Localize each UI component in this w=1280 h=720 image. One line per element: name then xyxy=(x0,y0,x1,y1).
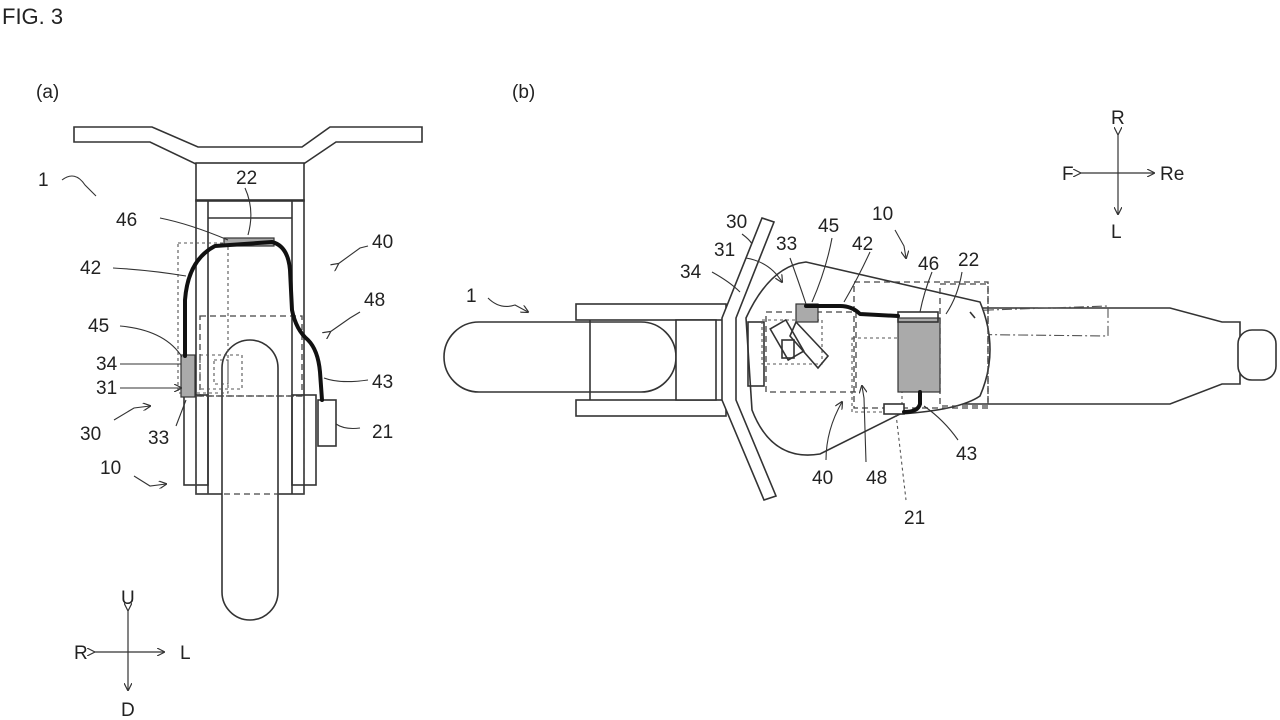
ref-b-30: 30 xyxy=(726,212,747,233)
compass-a-left: R xyxy=(74,643,88,664)
ref-a-21: 21 xyxy=(372,422,393,443)
head-pipe xyxy=(675,319,717,401)
cable-42-43 xyxy=(183,240,324,402)
compass-b-right: Re xyxy=(1160,164,1184,185)
device-21-b xyxy=(883,403,905,415)
ref-b-34: 34 xyxy=(680,262,702,283)
ref-b-46: 46 xyxy=(918,254,939,275)
compass-a-up: U xyxy=(121,588,135,609)
view-a: (a) xyxy=(36,82,423,720)
tail-end xyxy=(1237,329,1277,381)
ref-a-46: 46 xyxy=(116,210,137,231)
device-21 xyxy=(317,399,337,447)
ref-a-33: 33 xyxy=(148,428,169,449)
ref-a-42: 42 xyxy=(80,258,101,279)
compass-a: U D R L xyxy=(74,588,191,720)
compass-b-down: L xyxy=(1111,222,1122,243)
fork-lower xyxy=(575,399,727,417)
ref-a-30: 30 xyxy=(80,424,101,445)
fork-upper xyxy=(575,303,727,321)
ref-b-10: 10 xyxy=(872,204,893,225)
compass-b-left: F xyxy=(1062,164,1074,185)
ref-a-48: 48 xyxy=(364,290,385,311)
ref-a-1: 1 xyxy=(38,170,49,191)
compass-b: R L F Re xyxy=(1062,108,1184,243)
switch-housing-45 xyxy=(180,354,196,398)
ref-a-22: 22 xyxy=(236,168,257,189)
battery-46-b xyxy=(897,317,941,393)
view-b: (b) xyxy=(443,82,1277,529)
ref-b-31: 31 xyxy=(714,240,735,261)
compass-b-up: R xyxy=(1111,108,1125,129)
ref-b-40: 40 xyxy=(812,468,833,489)
ref-a-43: 43 xyxy=(372,372,393,393)
rear-body xyxy=(939,307,1241,405)
ref-b-42: 42 xyxy=(852,234,873,255)
ref-a-40: 40 xyxy=(372,232,393,253)
ref-a-45: 45 xyxy=(88,316,109,337)
compass-a-right: L xyxy=(180,643,191,664)
front-wheel-b xyxy=(443,321,677,393)
ref-b-48: 48 xyxy=(866,468,887,489)
panel-label-a: (a) xyxy=(36,82,59,103)
ref-a-10: 10 xyxy=(100,458,121,479)
ref-b-33: 33 xyxy=(776,234,797,255)
panel-label-b: (b) xyxy=(512,82,535,103)
ref-b-43: 43 xyxy=(956,444,977,465)
figure-title: FIG. 3 xyxy=(2,4,63,29)
ref-b-22: 22 xyxy=(958,250,979,271)
ref-a-31: 31 xyxy=(96,378,117,399)
compass-a-down: D xyxy=(121,700,135,720)
front-wheel xyxy=(221,339,279,621)
handlebar xyxy=(73,126,423,166)
ref-a-34: 34 xyxy=(96,354,118,375)
ref-b-21: 21 xyxy=(904,508,925,529)
head-block xyxy=(195,162,305,202)
ref-b-45: 45 xyxy=(818,216,839,237)
cable-42-43-b xyxy=(804,304,922,414)
fork-leg-left xyxy=(291,394,317,486)
ref-b-1: 1 xyxy=(466,286,477,307)
